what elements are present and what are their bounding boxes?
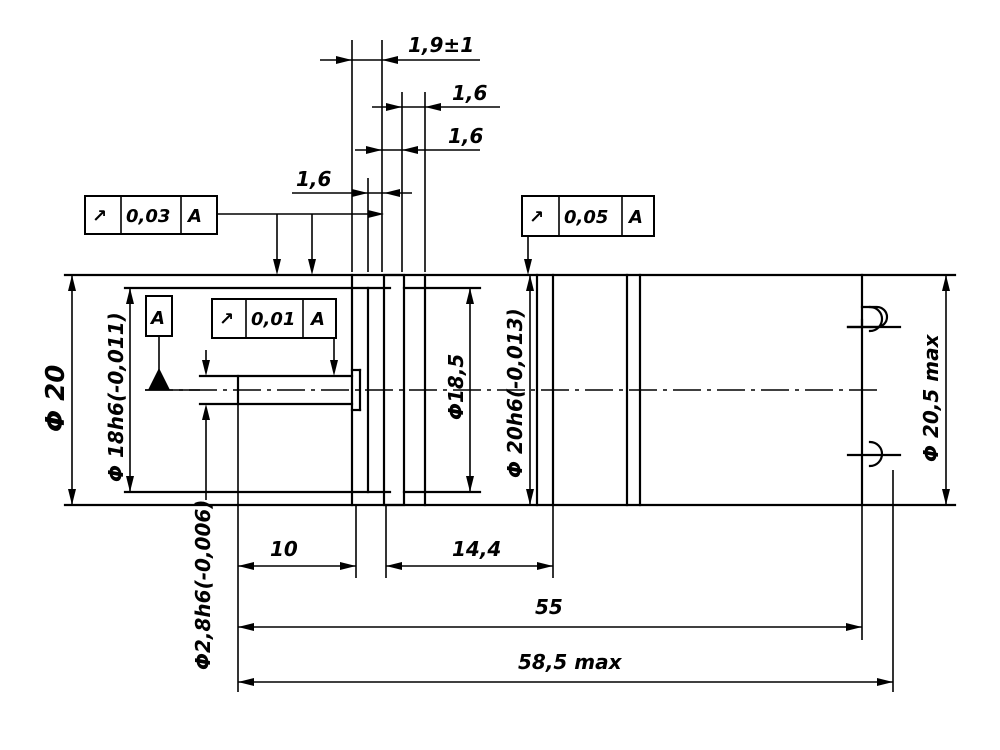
datum-label: A: [149, 308, 165, 329]
dimension-dia-18-5: Φ18,5: [444, 288, 474, 492]
datum-a: A: [145, 295, 200, 391]
runout-leader-2: [524, 237, 532, 275]
terminal-pins: [846, 305, 902, 468]
dim-label: 55: [535, 595, 563, 619]
dimension-1-9: 1,9±1: [320, 33, 480, 272]
dimension-58-5: 58,5 max: [238, 470, 894, 692]
tolerance-value: 0,01: [251, 309, 295, 330]
dim-label: Φ 20: [41, 365, 71, 432]
runout-icon: ↗: [219, 309, 234, 330]
dim-label: Φ18,5: [444, 354, 468, 420]
dim-label: 10: [270, 537, 298, 561]
dim-label: Φ 18h6(-0,011): [104, 312, 128, 482]
datum-ref: A: [186, 206, 202, 227]
dim-label: 1,6: [296, 167, 332, 191]
dim-label: 1,6: [452, 81, 488, 105]
runout-leader-3: [330, 338, 338, 376]
dimension-dia-2-8: Φ2,8h6(-0,006): [191, 350, 215, 670]
dimension-10: 10: [237, 404, 357, 692]
runout-icon: ↗: [529, 207, 544, 228]
runout-frame-1: ↗ 0,03 A: [84, 195, 218, 235]
dim-label: 58,5 max: [518, 650, 623, 674]
dimension-1-6-upper: 1,6: [372, 81, 500, 272]
dimension-dia-18: Φ 18h6(-0,011): [104, 288, 134, 492]
runout-leader-1: [218, 210, 384, 275]
datum-ref: A: [309, 309, 325, 330]
runout-frame-2: ↗ 0,05 A: [521, 195, 655, 237]
shaft: [198, 368, 362, 412]
tolerance-value: 0,03: [126, 206, 170, 227]
dim-label: Φ 20h6(-0,013): [503, 308, 527, 478]
dim-label: Φ2,8h6(-0,006): [191, 500, 215, 670]
dimension-55: 55: [238, 505, 863, 640]
dim-label: 1,9±1: [408, 33, 474, 57]
dimension-dia-20-5: Φ 20,5 max: [919, 275, 950, 505]
runout-frame-3: ↗ 0,01 A: [211, 298, 337, 339]
datum-ref: A: [627, 207, 643, 228]
dim-label: 1,6: [448, 124, 484, 148]
dimension-1-6-middle: 1,6: [355, 124, 484, 154]
dimension-1-6-left: 1,6: [292, 167, 412, 272]
runout-icon: ↗: [92, 206, 107, 227]
dim-label: 14,4: [452, 537, 501, 561]
dimension-dia-20h6: Φ 20h6(-0,013): [503, 275, 534, 505]
dimension-14-4: 14,4: [385, 505, 554, 578]
tolerance-value: 0,05: [564, 207, 608, 228]
dimension-dia-20: Φ 20: [41, 275, 76, 505]
dim-label: Φ 20,5 max: [919, 333, 943, 462]
